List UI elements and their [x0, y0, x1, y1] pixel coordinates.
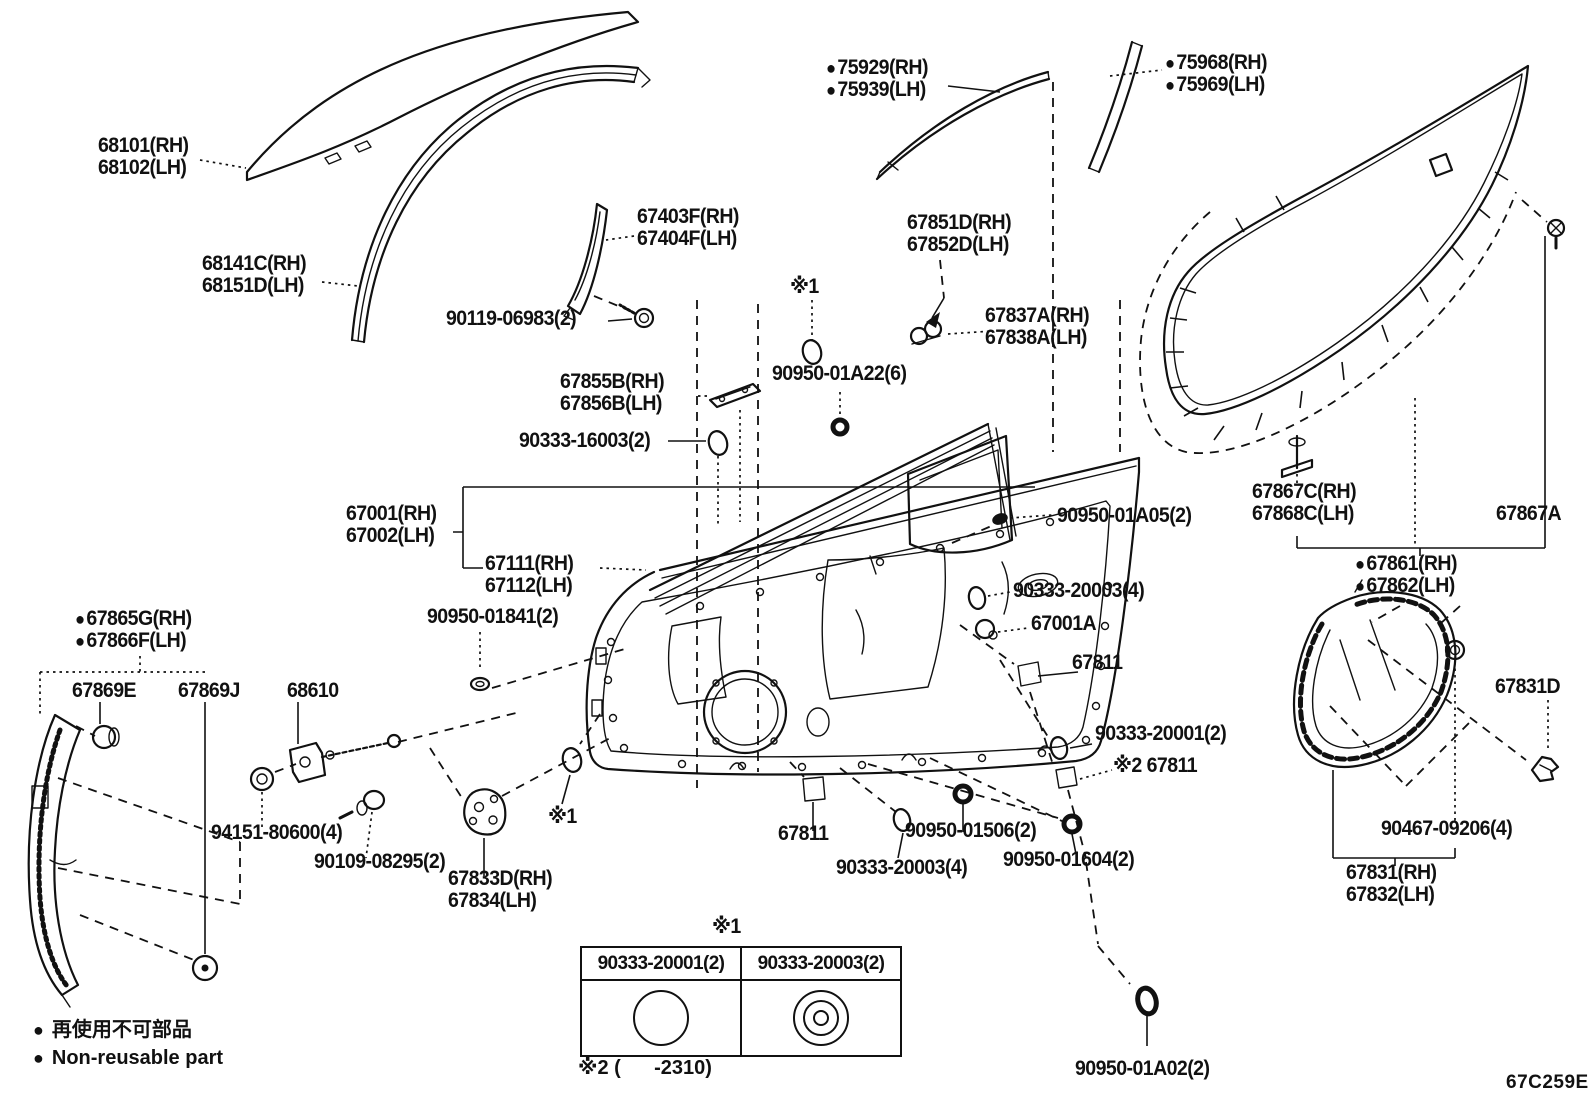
part-label-90467-09206: 90467-09206(4): [1381, 817, 1513, 840]
part-label-67403F: 67403F(RH)67404F(LH): [637, 205, 739, 250]
part-label-67811-b: 67811: [1072, 651, 1123, 674]
part-label-67869E: 67869E: [72, 679, 137, 702]
rear-pillar-molding-drawing: [1087, 40, 1144, 174]
part-label-90333-20003-a: 90333-20003(4): [1013, 579, 1145, 602]
service-hole-cover-drawing: [1292, 579, 1560, 783]
part-label-67867C: 67867C(RH)67868C(LH): [1252, 480, 1357, 525]
non-reusable-bullet-icon: ●: [75, 631, 85, 651]
non-reusable-bullet-icon: ●: [1355, 554, 1365, 574]
part-label-67855B: 67855B(RH)67856B(LH): [560, 370, 665, 415]
part-label-90950-01A02: 90950-01A02(2): [1075, 1057, 1210, 1080]
clip-67867C-icon: [1280, 434, 1314, 479]
leader-lines-dotted: [39, 69, 1549, 859]
non-reusable-bullet-icon: ●: [826, 80, 836, 100]
part-label-67811-note2: ※2 67811: [1113, 754, 1198, 777]
part-label-68101: 68101(RH)68102(LH): [98, 134, 189, 179]
run-channel-drawing: [350, 64, 651, 344]
clip-67837A-icon: [909, 259, 945, 346]
part-label-67831: 67831(RH)67832(LH): [1346, 861, 1437, 906]
fastener-note-table: 90333-20001(2) 90333-20003(2): [580, 946, 902, 1057]
non-reusable-bullet-icon: ●: [33, 1020, 44, 1040]
part-label-67833D: 67833D(RH)67834(LH): [448, 867, 553, 912]
part-label-67001A: 67001A: [1031, 612, 1097, 635]
part-label-75929: ●75929(RH)●75939(LH): [826, 56, 928, 101]
front-pillar-molding-drawing: [875, 70, 1051, 181]
part-label-90333-20001: 90333-20001(2): [1095, 722, 1227, 745]
legend: ●再使用不可部品 ●Non-reusable part: [33, 1016, 223, 1072]
table-col1-symbol-cell: [582, 981, 742, 1055]
legend-line-jp: ●再使用不可部品: [33, 1019, 192, 1041]
pillar-garnish-drawing: [27, 713, 219, 1008]
door-panel-drawing: [585, 422, 1141, 776]
leader-lines-solid: [99, 85, 1546, 1046]
part-label-90950-01604: 90950-01604(2): [1003, 848, 1135, 871]
part-label-67867A: 67867A: [1496, 502, 1562, 525]
part-label-67811-a: 67811: [778, 822, 829, 845]
weatherstrip-drawing: [1139, 64, 1530, 454]
circle-symbol-icon: [633, 990, 689, 1046]
part-label-67831D: 67831D: [1495, 675, 1561, 698]
door-glass-drawing: [245, 10, 640, 182]
part-label-67851D: 67851D(RH)67852D(LH): [907, 211, 1012, 256]
part-label-90950-01A05: 90950-01A05(2): [1057, 504, 1192, 527]
legend-line-en: ●Non-reusable part: [33, 1047, 224, 1069]
screw-67867A-icon: [1546, 218, 1566, 250]
part-label-67861: ●67861(RH)●67862(LH): [1355, 552, 1457, 597]
table-col2-symbol-cell: [742, 981, 900, 1055]
part-label-ref-mark-1-top: ※1: [790, 275, 819, 298]
part-label-68141C: 68141C(RH)68151D(LH): [202, 252, 307, 297]
hinge-plate-drawing: [463, 788, 507, 836]
part-label-67865G: ●67865G(RH)●67866F(LH): [75, 607, 192, 652]
part-label-67869J: 67869J: [178, 679, 240, 702]
table-col1-header: 90333-20001(2): [582, 948, 742, 979]
part-label-75968: ●75968(RH)●75969(LH): [1165, 51, 1267, 96]
diagram-code: 67C259E: [1506, 1072, 1589, 1093]
non-reusable-bullet-icon: ●: [1355, 576, 1365, 596]
table-caption: ※2 ( -2310): [578, 1057, 712, 1079]
check-strap-drawing: [249, 733, 402, 820]
part-label-90109-08295: 90109-08295(2): [314, 850, 446, 873]
part-label-90333-16003: 90333-16003(2): [519, 429, 651, 452]
part-label-90950-01506: 90950-01506(2): [905, 819, 1037, 842]
part-label-90333-20003-b: 90333-20003(4): [836, 856, 968, 879]
part-label-90119-06983: 90119-06983(2): [446, 307, 577, 330]
non-reusable-bullet-icon: ●: [1165, 75, 1175, 95]
clip-67855B-icon: [708, 382, 762, 409]
part-label-67111: 67111(RH)67112(LH): [485, 552, 574, 597]
concentric-rings-icon: [793, 990, 849, 1046]
part-label-67001: 67001(RH)67002(LH): [346, 502, 437, 547]
non-reusable-bullet-icon: ●: [1165, 53, 1175, 73]
part-label-67837A: 67837A(RH)67838A(LH): [985, 304, 1090, 349]
non-reusable-bullet-icon: ●: [33, 1048, 44, 1068]
frame-garnish-drawing: [563, 202, 609, 321]
leader-lines-dashed: [57, 82, 1548, 985]
non-reusable-bullet-icon: ●: [826, 58, 836, 78]
table-col2-header: 90333-20003(2): [757, 952, 885, 974]
part-label-68610: 68610: [287, 679, 339, 702]
fastener-symbols: [469, 339, 1159, 1017]
part-label-90950-01A22: 90950-01A22(6): [772, 362, 907, 385]
part-label-ref-mark-1-table: ※1: [712, 915, 741, 938]
part-label-94151-80600: 94151-80600(4): [211, 821, 343, 844]
part-label-ref-mark-1-mid: ※1: [548, 805, 577, 828]
part-label-90950-01841: 90950-01841(2): [427, 605, 559, 628]
non-reusable-bullet-icon: ●: [75, 609, 85, 629]
